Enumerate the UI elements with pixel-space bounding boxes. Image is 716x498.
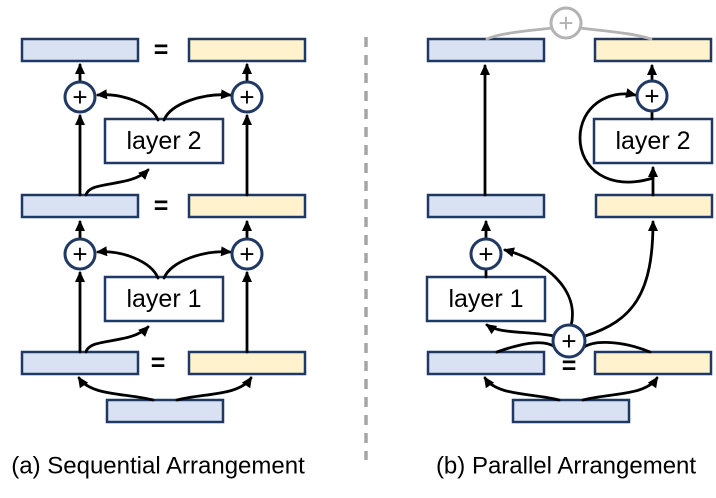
- a-mid-hidden-blue: [20, 193, 140, 219]
- equals-sign: =: [151, 349, 166, 377]
- b-top-hidden-blue: [426, 37, 546, 63]
- a-plus-circle-layer1-right: [230, 237, 264, 271]
- a-top-hidden-blue: [20, 37, 140, 63]
- b-top-hidden-yellow: [593, 37, 713, 63]
- b-gray-link-to-blue: [485, 26, 554, 41]
- b-layer1-label: layer 1: [448, 285, 523, 313]
- equals-sign: =: [562, 352, 577, 380]
- b-plus-circle-layer2: [635, 79, 669, 113]
- a-arrow-layer2-to-plus-right: [162, 89, 232, 122]
- plus-icon: +: [561, 326, 576, 356]
- b-mid-hidden-yellow: [594, 193, 714, 219]
- a-plus-circle-layer1-left: [63, 237, 97, 271]
- b-layer2-box: [592, 117, 714, 165]
- a-layer2-label: layer 2: [126, 127, 201, 155]
- a-arrow-mid-blue-to-layer2: [84, 168, 150, 197]
- b-mid-hidden-blue: [426, 193, 546, 219]
- a-layer1-box: [103, 275, 225, 323]
- a-plus-circle-layer2-right: [230, 80, 264, 114]
- plus-icon: +: [239, 239, 254, 269]
- a-arrow-layer1-to-plus-left: [96, 246, 160, 280]
- b-arrow-input-to-yellow: [581, 376, 659, 402]
- a-arrow-layer2-to-plus-left: [96, 89, 160, 122]
- b-layer1-box: [425, 275, 547, 323]
- b-gray-link-to-yellow: [578, 26, 653, 41]
- equals-sign: =: [154, 36, 169, 64]
- b-link-low-blue-to-sum: [495, 341, 557, 354]
- plus-icon: +: [72, 82, 87, 112]
- a-arrow-input-to-yellow: [175, 376, 253, 402]
- plus-icon-gray: +: [558, 8, 573, 38]
- b-caption: (b) Parallel Arrangement: [436, 453, 696, 480]
- b-layer2-label: layer 2: [615, 127, 690, 155]
- plus-icon: +: [72, 239, 87, 269]
- a-mid-hidden-yellow: [187, 193, 307, 219]
- plus-icon: +: [239, 82, 254, 112]
- b-arrow-sum-to-mid-yellow: [583, 220, 658, 338]
- a-plus-circle-layer2-left: [63, 80, 97, 114]
- b-plus-circle-gray-top: [549, 6, 583, 40]
- a-layer2-box: [103, 117, 225, 165]
- b-low-hidden-yellow: [593, 350, 713, 376]
- plus-icon: +: [478, 239, 493, 269]
- a-layer1-label: layer 1: [126, 285, 201, 313]
- a-low-hidden-blue: [20, 350, 140, 376]
- b-input-box: [511, 398, 631, 424]
- b-arrow-sum-to-plus1: [503, 247, 574, 328]
- plus-icon: +: [644, 81, 659, 111]
- b-arrow-skip-around-layer2: [578, 88, 655, 184]
- equals-sign: =: [154, 192, 169, 220]
- a-caption: (a) Sequential Arrangement: [11, 453, 305, 480]
- b-plus-circle-layer1: [469, 237, 503, 271]
- b-arrow-sum-to-layer1: [485, 323, 556, 338]
- a-arrow-blue-to-layer1: [84, 325, 150, 354]
- panel-parallel: + + + + = layer 1 layer 2 (b) Parallel A…: [425, 6, 714, 480]
- panel-sequential: + + + + = = = layer 2 layer 1 (a) Sequen…: [11, 36, 307, 480]
- b-plus-circle-sum: [551, 323, 587, 359]
- a-top-hidden-yellow: [187, 37, 307, 63]
- a-arrow-layer1-to-plus-right: [162, 246, 232, 280]
- b-low-hidden-blue: [426, 350, 546, 376]
- b-link-low-yellow-to-sum: [582, 341, 652, 354]
- b-arrow-input-to-blue: [483, 376, 561, 402]
- a-input-box: [105, 398, 225, 424]
- a-arrow-input-to-blue: [77, 376, 155, 402]
- a-low-hidden-yellow: [187, 350, 307, 376]
